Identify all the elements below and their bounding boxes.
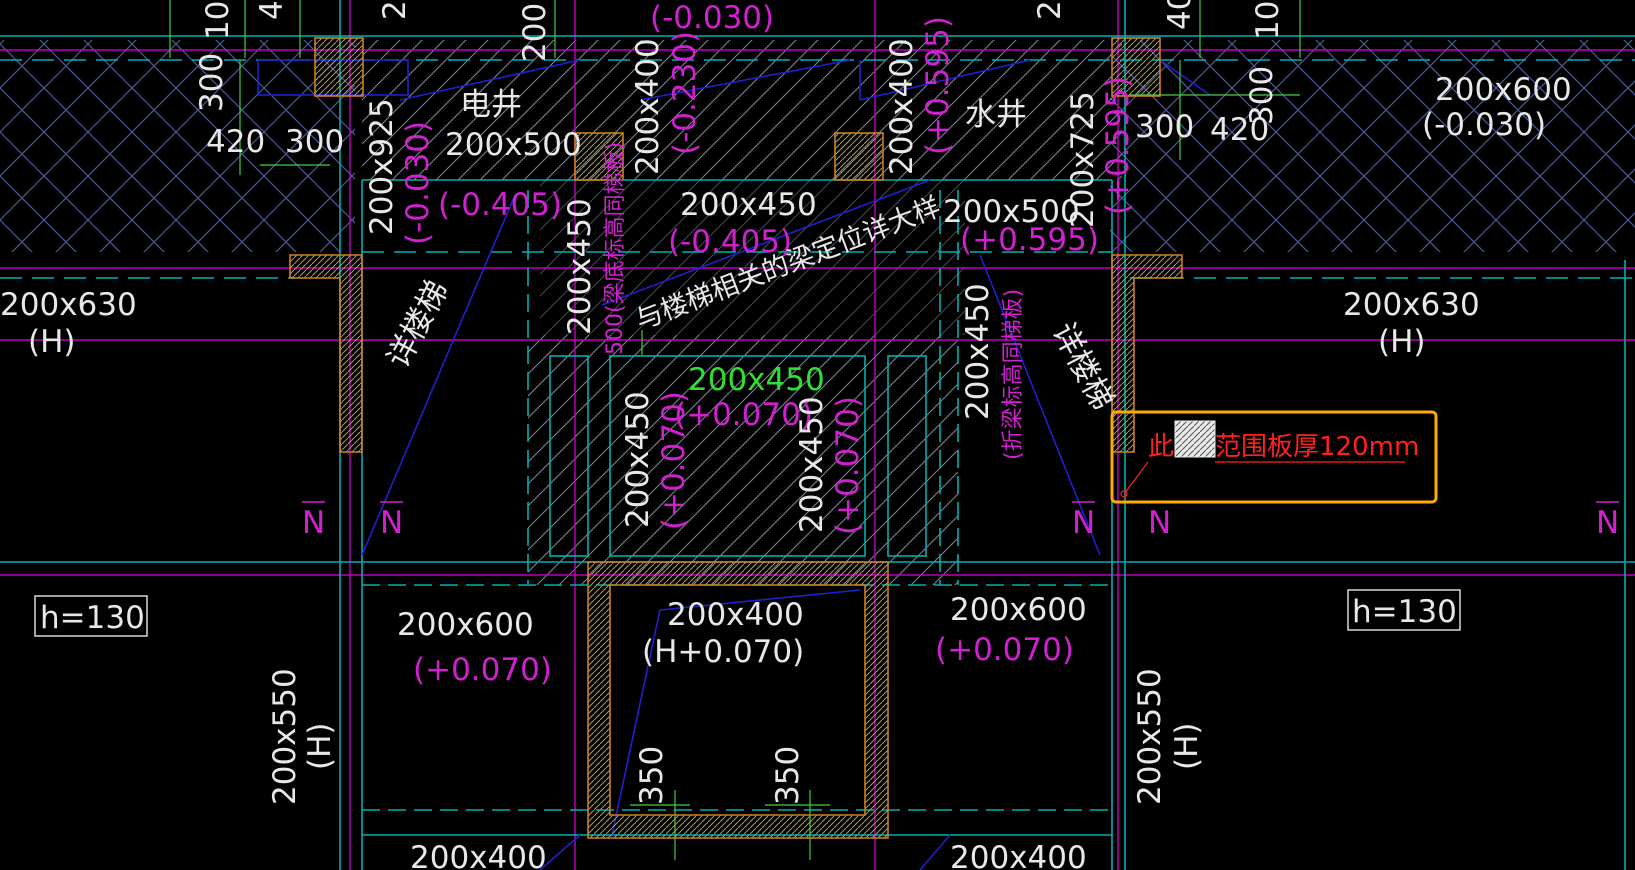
note-highlight-box xyxy=(1110,410,1438,504)
label-b-200x600-r-elev: (+0.070) xyxy=(935,632,1074,668)
note-leader-dot xyxy=(1120,490,1128,498)
label-b-200x450-vr: 200x450 xyxy=(960,283,996,420)
n-mark-4: N xyxy=(1148,505,1171,541)
label-b-200x400-a-elev: (-0.230) xyxy=(667,31,703,155)
label-b-200x450-d1-elev: (+0.070) xyxy=(656,391,692,530)
label-h-left: h=130 xyxy=(40,600,145,636)
label-b-200x500: 200x500 xyxy=(445,127,582,163)
label-b-200x400-a: 200x400 xyxy=(630,38,666,175)
label-b-200x450-d1: 200x450 xyxy=(620,391,656,528)
label-water-shaft: 水井 xyxy=(965,97,1027,133)
label-dim-300-r2: 300 xyxy=(1244,66,1280,125)
label-b-200x450-d2: 200x450 xyxy=(794,396,830,533)
label-dim-300b: 300 xyxy=(285,124,344,160)
label-b-200x450-top: 200x450 xyxy=(680,187,817,223)
label-top-frag-d: 25 xyxy=(1032,0,1068,20)
n-mark-2: N xyxy=(380,505,403,541)
label-note-text: 范围板厚120mm xyxy=(1215,432,1419,462)
label-top-mid-200: 200 xyxy=(517,3,553,62)
label-b-200x925-elev: (-0.030) xyxy=(400,121,436,245)
label-b-200x400-c: 200x400 xyxy=(667,597,804,633)
label-b-200x630-left-h: (H) xyxy=(28,324,76,360)
label-dim-420: 420 xyxy=(206,124,265,160)
label-b-200x630-right: 200x630 xyxy=(1343,287,1480,323)
label-dim-300: 300 xyxy=(194,53,230,112)
label-b-200x630-left: 200x630 xyxy=(0,287,137,323)
label-b-200x600-l-elev: (+0.070) xyxy=(413,652,552,688)
label-b-200x450-vert: 200x450 xyxy=(562,198,598,335)
label-b-200x450-d2-elev: (+0.070) xyxy=(830,396,866,535)
label-b-200x450-green-elev: (+0.070) xyxy=(674,397,813,433)
label-b-200x550-r: 200x550 xyxy=(1132,668,1168,805)
label-stair-left: 详楼梯 xyxy=(380,275,455,374)
n-mark-3: N xyxy=(1072,505,1095,541)
label-h-right: h=130 xyxy=(1352,594,1457,630)
label-b-200x400-bl: 200x400 xyxy=(410,840,547,870)
label-b-200x400-c-elev: (H+0.070) xyxy=(642,634,804,670)
n-mark-1: N xyxy=(302,505,325,541)
n-mark-5: N xyxy=(1596,505,1619,541)
label-dim-350-b: 350 xyxy=(770,746,806,805)
section-n-marks: N N N N N xyxy=(302,501,1619,541)
label-b-200x500-r: 200x500 xyxy=(943,194,1080,230)
label-b-200x925: 200x925 xyxy=(364,98,400,235)
label-b-200x725-elev: (+0.595) xyxy=(1100,76,1136,215)
label-top-frag-e: 40 xyxy=(1162,0,1198,30)
label-top-frag-a: 100 xyxy=(200,0,236,40)
label-b-200x550-l: 200x550 xyxy=(267,668,303,805)
label-b-200x400-br: 200x400 xyxy=(950,840,1087,870)
label-b-200x600-tr-elev: (-0.030) xyxy=(1422,107,1546,143)
label-b-200x600-tr: 200x600 xyxy=(1435,72,1572,108)
label-stair-right: 详楼梯 xyxy=(1045,317,1120,416)
label-b-200x550-r-h: (H) xyxy=(1169,723,1205,771)
label-b-200x500-r-elev: (+0.595) xyxy=(960,222,1099,258)
label-elec-shaft: 电井 xyxy=(460,87,522,123)
label-vert-note-left: 500(梁底标高同梯板) xyxy=(603,142,628,355)
label-dim-300-r: 300 xyxy=(1135,109,1194,145)
stair-hatch-regions xyxy=(362,40,1122,585)
label-b-200x400-b: 200x400 xyxy=(884,38,920,175)
slab-thickness-note[interactable]: 此 范围板厚120mm xyxy=(1110,410,1438,504)
label-b-200x550-l-h: (H) xyxy=(302,723,338,771)
label-top-frag-b: 40 xyxy=(254,0,290,20)
label-b-200x400-b-elev: (+0.595) xyxy=(920,16,956,155)
label-dim-350-a: 350 xyxy=(634,746,670,805)
label-elev-m0405-left: (-0.405) xyxy=(438,187,562,223)
label-b-200x630-right-h: (H) xyxy=(1378,324,1426,360)
label-b-200x450-green: 200x450 xyxy=(688,362,825,398)
label-b-200x450-top-elev: (-0.405) xyxy=(668,224,792,260)
label-top-left-elev: (-0.030) xyxy=(650,0,774,36)
slab-h-box-right xyxy=(1347,589,1461,631)
crosshatch-slab-regions xyxy=(0,40,1635,252)
label-top-frag-f: 100 xyxy=(1250,0,1286,40)
label-note-prefix: 此 xyxy=(1148,432,1174,462)
label-b-200x600-r: 200x600 xyxy=(950,592,1087,628)
label-top-frag-c: 25 xyxy=(377,0,413,20)
label-vert-note-right: (折梁标高同梯板) xyxy=(1001,289,1026,460)
note-hatch-swatch xyxy=(1174,420,1216,458)
label-dim-420-r: 420 xyxy=(1210,112,1269,148)
label-b-200x600-l: 200x600 xyxy=(397,607,534,643)
slab-thickness-marks: h=130 h=130 xyxy=(34,589,1461,637)
slab-h-box-left xyxy=(34,595,148,637)
label-b-200x725: 200x725 xyxy=(1065,91,1101,228)
shear-walls xyxy=(289,37,1183,839)
